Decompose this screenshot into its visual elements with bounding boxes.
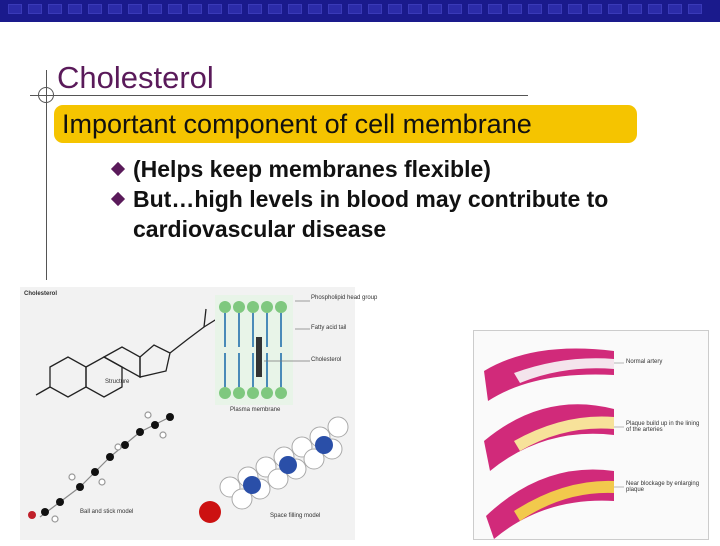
ball-stick-label: Ball and stick model [80,509,134,515]
plaque-label: Plaque build up in the lining of the art… [626,421,700,433]
bullet-item: But…high levels in blood may contribute … [110,184,673,244]
bullet-text: But…high levels in blood may contribute … [133,186,609,242]
subtitle-highlight: Important component of cell membrane [54,105,637,143]
top-bar-pattern [0,4,720,14]
bullet-text: (Helps keep membranes flexible) [133,156,491,182]
top-decorative-bar [0,0,720,22]
cholesterol-figure: Cholesterol Structure Plasma membrane Ph… [20,287,377,540]
crosshair-icon [38,87,54,103]
membrane-diagram [215,295,310,405]
plaque-artery [484,404,614,471]
space-filling-label: Space filling model [270,513,321,519]
ball-and-stick-model [28,411,174,523]
structure-label: Structure [105,379,130,385]
bullet-item: (Helps keep membranes flexible) [110,154,673,184]
bullet-diamond-icon [110,191,126,207]
cholesterol-illustration [28,295,349,523]
fatty-acid-tail-label: Fatty acid tail [311,325,347,331]
plasma-membrane-label: Plasma membrane [230,407,281,413]
bullet-list: (Helps keep membranes flexible) But…high… [110,154,673,244]
guide-horizontal-line [30,95,528,96]
normal-artery-label: Normal artery [626,359,663,365]
bullet-diamond-icon [110,161,126,177]
blocked-artery [486,469,614,539]
guide-vertical-line [46,70,47,280]
cholesterol-label: Cholesterol [311,357,342,363]
artery-illustration [484,348,624,539]
blockage-label: Near blockage by enlarging plaque [626,481,700,493]
artery-figure: Normal artery Plaque build up in the lin… [473,330,709,540]
figure-heading: Cholesterol [24,291,58,297]
slide-title: Cholesterol [57,60,214,95]
slide-subtitle: Important component of cell membrane [62,109,532,139]
normal-artery [484,348,614,401]
space-filling-model [199,416,349,523]
phospholipid-head-label: Phospholipid head group [311,295,378,301]
